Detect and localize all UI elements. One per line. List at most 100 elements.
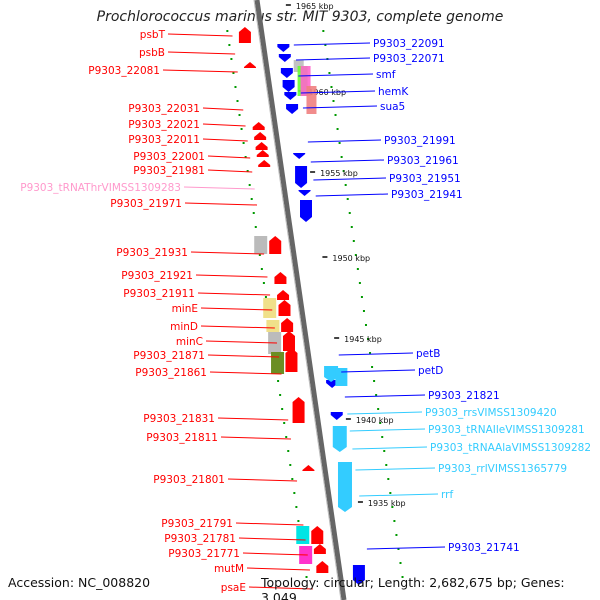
trna-gene	[335, 368, 348, 386]
track-dot	[277, 380, 280, 382]
genome-backbone-shadow	[253, 0, 342, 600]
label-leader-line	[355, 467, 436, 471]
left-gene-label: P9303_21861	[135, 367, 207, 379]
track-dot	[258, 254, 261, 256]
right-gene-label: petD	[418, 365, 443, 377]
forward-gene	[277, 290, 290, 300]
label-leader-line	[202, 123, 246, 127]
track-dot	[252, 212, 255, 214]
label-leader-line	[341, 369, 416, 373]
right-gene-label: petB	[416, 348, 440, 360]
label-leader-line	[338, 352, 414, 356]
left-gene-label: mutM	[214, 563, 244, 575]
reverse-gene	[278, 54, 291, 62]
reverse-gene	[286, 104, 299, 114]
forward-gene	[258, 160, 271, 167]
track-dot	[236, 100, 239, 102]
label-leader-line	[295, 57, 371, 61]
right-gene-label: P9303_22091	[373, 38, 445, 50]
left-gene-label: P9303_21921	[121, 270, 193, 282]
track-dot	[385, 464, 388, 466]
track-dot	[336, 128, 339, 130]
track-dot	[262, 282, 265, 284]
label-leader-line	[352, 446, 428, 450]
left-gene-label: P9303_21801	[153, 474, 225, 486]
track-dot	[246, 170, 249, 172]
label-leader-line	[184, 202, 258, 206]
track-dot	[289, 464, 292, 466]
track-dot	[226, 30, 229, 32]
genome-title: Prochlorococcus marinus str. MIT 9303, c…	[96, 9, 504, 25]
kbp-tick	[310, 171, 316, 173]
track-dot	[379, 422, 382, 424]
label-leader-line	[190, 251, 265, 255]
track-dot	[354, 254, 357, 256]
track-dot	[399, 562, 402, 564]
left-gene-label: P9303_21811	[146, 432, 218, 444]
right-gene-label: P9303_21951	[389, 173, 461, 185]
reverse-gene	[326, 380, 339, 388]
gene-block	[296, 526, 310, 544]
kbp-marker-label: 1955 kbp	[320, 169, 358, 178]
label-leader-line	[359, 493, 439, 497]
track-dot	[375, 394, 378, 396]
label-leader-line	[242, 552, 308, 556]
track-dot	[254, 226, 257, 228]
track-dot	[234, 86, 237, 88]
track-dot	[334, 114, 337, 116]
right-gene-label: P9303_21821	[428, 390, 500, 402]
gene-block	[306, 86, 317, 114]
track-dot	[330, 86, 333, 88]
gene-block	[300, 66, 311, 96]
track-dot	[228, 44, 231, 46]
track-dot	[297, 520, 300, 522]
track-dot	[344, 184, 347, 186]
track-dot	[305, 576, 308, 578]
reverse-gene	[282, 80, 295, 92]
right-gene-label: P9303_tRNAIleVIMSS1309281	[428, 424, 585, 436]
track-dot	[352, 240, 355, 242]
label-leader-line	[238, 537, 306, 541]
track-dot	[287, 450, 290, 452]
right-gene-label: P9303_21741	[448, 542, 520, 554]
label-leader-line	[227, 478, 298, 482]
label-leader-line	[200, 307, 273, 311]
label-leader-line	[205, 340, 278, 344]
right-gene-label: sua5	[380, 101, 405, 113]
track-dot	[240, 128, 243, 130]
left-gene-label: minC	[176, 336, 203, 348]
reverse-gene	[300, 200, 312, 222]
track-dot	[367, 338, 370, 340]
right-gene-label: P9303_21961	[387, 155, 459, 167]
reverse-gene	[293, 153, 306, 159]
forward-gene	[255, 142, 268, 150]
left-gene-label: P9303_22011	[128, 134, 200, 146]
left-gene-label: P9303_22021	[128, 119, 200, 131]
rrna-gene	[324, 366, 339, 382]
gene-block	[254, 236, 268, 254]
left-gene-label: P9303_22031	[128, 103, 200, 115]
track-dot	[342, 170, 345, 172]
label-leader-line	[200, 325, 275, 329]
track-dot	[244, 156, 247, 158]
kbp-marker-label: 1965 kbp	[296, 2, 334, 11]
left-gene-label: P9303_21911	[123, 288, 195, 300]
left-gene-label: psbT	[140, 29, 166, 41]
right-gene-label: P9303_rrsVIMSS1309420	[425, 407, 557, 419]
track-dot	[322, 30, 325, 32]
track-dot	[283, 422, 286, 424]
reverse-gene	[295, 166, 308, 188]
track-dot	[238, 114, 241, 116]
label-leader-line	[207, 354, 280, 358]
track-dot	[360, 296, 363, 298]
track-dot	[369, 352, 372, 354]
left-gene-label: P9303_22001	[133, 151, 205, 163]
track-dot	[264, 296, 267, 298]
forward-gene	[281, 318, 294, 332]
label-leader-line	[307, 139, 382, 143]
track-dot	[295, 506, 298, 508]
left-gene-label: psbB	[139, 47, 165, 59]
track-dot	[250, 198, 253, 200]
left-gene-label: minD	[170, 321, 198, 333]
